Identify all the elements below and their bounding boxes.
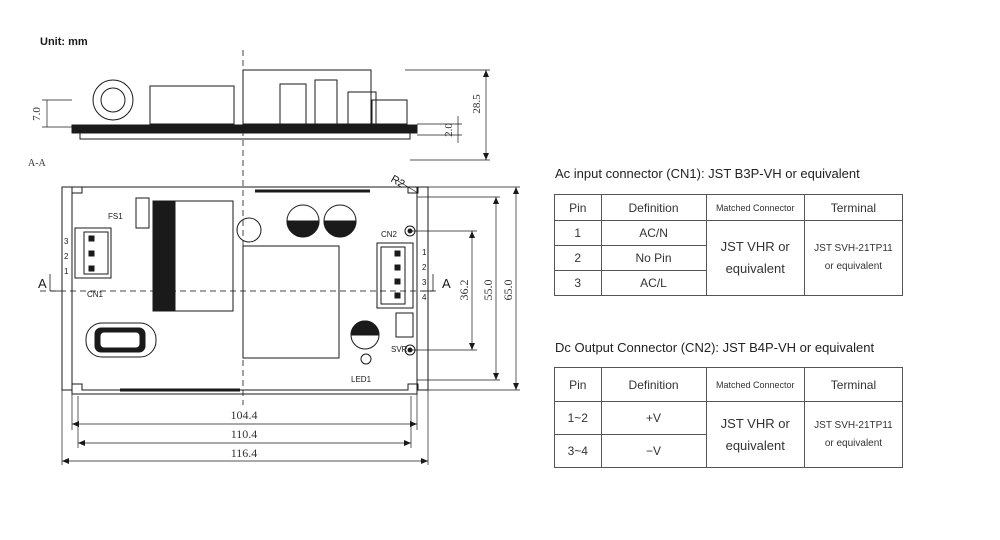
pcb-side xyxy=(71,124,418,134)
header-matched-connector: Matched Connector xyxy=(705,367,805,402)
cn2-table: Pin Definition Matched Connector Termina… xyxy=(554,367,904,468)
dim-height-65: 65.0 xyxy=(501,280,515,301)
table-cell-pin: 2 xyxy=(554,245,602,271)
cn1-connector xyxy=(74,227,112,279)
small-capacitor xyxy=(236,217,262,243)
table-cell-terminal: JST SVH-21TP11 or equivalent xyxy=(803,220,904,296)
table-cell-matched: JST VHR or equivalent xyxy=(705,401,805,468)
dim-side-pcb: 2.0 xyxy=(443,123,455,137)
table-cell-terminal: JST SVH-21TP11 or equivalent xyxy=(803,401,904,468)
table-cell-pin: 3~4 xyxy=(554,434,602,468)
component-side-3 xyxy=(347,91,377,125)
dim-width-104: 104.4 xyxy=(231,408,258,422)
cn2-pin-4: 4 xyxy=(422,293,427,302)
header-terminal: Terminal xyxy=(803,194,904,221)
dim-height-55: 55.0 xyxy=(481,280,495,301)
dim-width-110: 110.4 xyxy=(231,427,258,441)
table-cell-definition: +V xyxy=(600,401,707,435)
label-cn2: CN2 xyxy=(381,230,398,239)
pcb-outline xyxy=(71,186,418,395)
section-label: A-A xyxy=(28,158,47,169)
table-cell-pin: 1 xyxy=(554,220,602,246)
table-cell-pin: 1~2 xyxy=(554,401,602,435)
cn2-connector xyxy=(376,242,414,309)
header-definition: Definition xyxy=(600,367,707,402)
cn1-pin-labels: 3 2 1 xyxy=(64,237,69,276)
cn1-pin-3: 3 xyxy=(64,237,69,246)
component-side-1 xyxy=(279,83,307,125)
header-terminal: Terminal xyxy=(803,367,904,402)
bridge-rectifier xyxy=(85,322,157,358)
header-matched-connector: Matched Connector xyxy=(705,194,805,221)
dim-side-total: 28.5 xyxy=(471,94,483,114)
cn1-table: Pin Definition Matched Connector Termina… xyxy=(554,194,904,296)
cn2-pin-2: 2 xyxy=(422,263,427,272)
component-side-2 xyxy=(314,79,338,125)
label-a-right: A xyxy=(442,276,451,291)
capacitor-block-side xyxy=(242,69,372,125)
table-cell-pin: 3 xyxy=(554,270,602,296)
fuse-fs1 xyxy=(135,197,150,229)
cn1-pin-2: 2 xyxy=(64,252,69,261)
table-cell-definition: AC/N xyxy=(600,220,707,246)
cn2-table-title: Dc Output Connector (CN2): JST B4P-VH or… xyxy=(555,340,875,355)
toroid-coil-inner xyxy=(100,87,126,113)
table-cell-matched: JST VHR or equivalent xyxy=(705,220,805,296)
led1 xyxy=(360,353,372,365)
table-cell-definition: −V xyxy=(600,434,707,468)
table-cell-definition: AC/L xyxy=(600,270,707,296)
cn1-pin-1: 1 xyxy=(64,267,69,276)
label-cn1: CN1 xyxy=(87,290,104,299)
label-a-left: A xyxy=(38,276,47,291)
base-plate-side xyxy=(79,132,411,140)
label-svr: SVR xyxy=(391,345,408,354)
table-cell-definition: No Pin xyxy=(600,245,707,271)
dim-height-36: 36.2 xyxy=(457,280,471,301)
unit-label: Unit: mm xyxy=(40,36,88,48)
svr-potentiometer xyxy=(395,312,414,338)
header-pin: Pin xyxy=(554,194,602,221)
dim-width-116: 116.4 xyxy=(231,446,258,460)
top-view xyxy=(40,170,520,465)
side-view xyxy=(42,50,490,175)
cn2-pin-3: 3 xyxy=(422,278,427,287)
label-r2: R2 xyxy=(389,173,407,190)
header-pin: Pin xyxy=(554,367,602,402)
cn2-pin-labels: 1 2 3 4 xyxy=(422,248,427,302)
cn1-table-title: Ac input connector (CN1): JST B3P-VH or … xyxy=(555,166,860,181)
toroid-coil xyxy=(92,79,134,121)
header-definition: Definition xyxy=(600,194,707,221)
main-component-block xyxy=(242,245,340,359)
cn2-pin-1: 1 xyxy=(422,248,427,257)
dim-side-height-left: 7.0 xyxy=(31,107,43,121)
transformer-side xyxy=(149,85,235,125)
transformer-core xyxy=(152,200,176,312)
connector-side xyxy=(371,99,408,125)
label-led1: LED1 xyxy=(351,375,372,384)
label-fs1: FS1 xyxy=(108,212,123,221)
